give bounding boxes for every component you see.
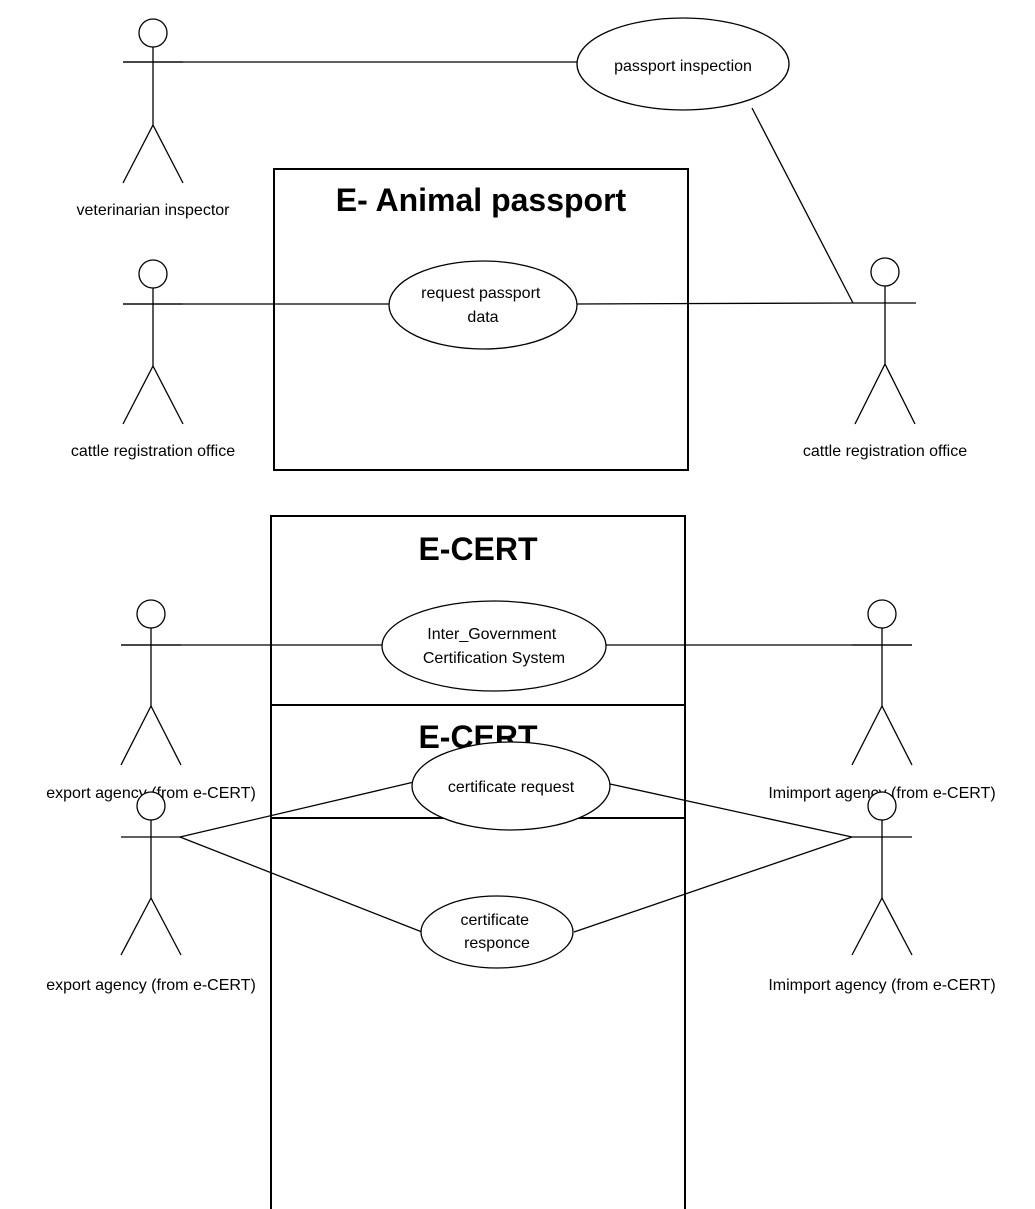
actor-label: cattle registration office <box>71 443 235 460</box>
use-case-label-line: request passport <box>421 285 541 302</box>
use-case-label-line: Inter_Government <box>427 626 557 643</box>
system-title: E- Animal passport <box>336 182 627 218</box>
actor-import-agency-2: Imimport agency (from e-CERT) <box>768 791 996 994</box>
actor-leg <box>152 365 184 425</box>
actor-head <box>138 259 168 289</box>
actor-leg <box>881 897 913 956</box>
associations <box>121 61 912 933</box>
actor-leg <box>150 897 182 956</box>
use-case-inter-government-certification: Inter_Government Certification System <box>381 600 607 692</box>
actor-head <box>867 791 897 821</box>
use-case-label: certificate request <box>448 779 575 796</box>
use-case-certificate-responce: certificate responce <box>420 895 574 969</box>
use-case-ellipse <box>388 260 578 350</box>
association-line <box>575 302 854 305</box>
actor-cattle-registration-office-right: cattle registration office <box>803 257 967 460</box>
actor-export-agency-1: export agency (from e-CERT) <box>46 599 256 802</box>
actor-leg <box>120 897 152 956</box>
use-case-ellipse <box>420 895 574 969</box>
actor-leg <box>854 363 886 425</box>
association-line <box>609 783 853 838</box>
association-line <box>179 781 415 838</box>
use-case-ellipse <box>411 741 611 831</box>
use-case-label-line: Certification System <box>423 650 565 667</box>
actor-leg <box>150 705 182 766</box>
use-case-label-line: certificate <box>461 912 530 929</box>
actor-label: export agency (from e-CERT) <box>46 977 256 994</box>
actor-cattle-registration-office-left: cattle registration office <box>71 259 235 460</box>
use-case-label-line: responce <box>464 935 530 952</box>
system-box <box>270 704 686 1209</box>
actor-head <box>138 18 168 48</box>
actor-import-agency-1: Imimport agency (from e-CERT) <box>768 599 996 802</box>
use-case-label-line: data <box>467 309 498 326</box>
actor-head <box>136 791 166 821</box>
actor-leg <box>884 363 916 425</box>
actor-veterinarian-inspector: veterinarian inspector <box>77 18 231 219</box>
use-case-request-passport-data: request passport data <box>388 260 578 350</box>
actor-leg <box>881 705 913 766</box>
use-case-label: passport inspection <box>614 58 752 75</box>
use-case-passport-inspection: passport inspection <box>576 17 790 111</box>
actor-export-agency-2: export agency (from e-CERT) <box>46 791 256 994</box>
actor-leg <box>122 365 154 425</box>
actor-label: cattle registration office <box>803 443 967 460</box>
actor-leg <box>851 897 883 956</box>
use-case-label: certificate responce <box>461 912 534 952</box>
association-line <box>751 107 854 304</box>
actor-label: Imimport agency (from e-CERT) <box>768 977 995 994</box>
system-boundary-animal-passport: E- Animal passport <box>273 168 689 471</box>
use-case-ellipse <box>576 17 790 111</box>
actor-label: veterinarian inspector <box>77 202 231 219</box>
use-case-certificate-request: certificate request <box>411 741 611 831</box>
actor-leg <box>122 124 154 184</box>
use-case-label: Inter_Government Certification System <box>423 626 565 667</box>
actor-head <box>870 257 900 287</box>
actor-head <box>867 599 897 629</box>
use-case-label-line: certificate request <box>448 779 575 796</box>
actor-head <box>136 599 166 629</box>
actor-leg <box>120 705 152 766</box>
actor-leg <box>152 124 184 184</box>
system-box <box>273 168 689 471</box>
system-title: E-CERT <box>418 531 538 567</box>
use-case-label-line: passport inspection <box>614 58 752 75</box>
association-line <box>573 836 853 933</box>
use-case-label: request passport data <box>421 285 545 326</box>
association-line <box>179 836 423 933</box>
use-case-ellipse <box>381 600 607 692</box>
actor-leg <box>851 705 883 766</box>
